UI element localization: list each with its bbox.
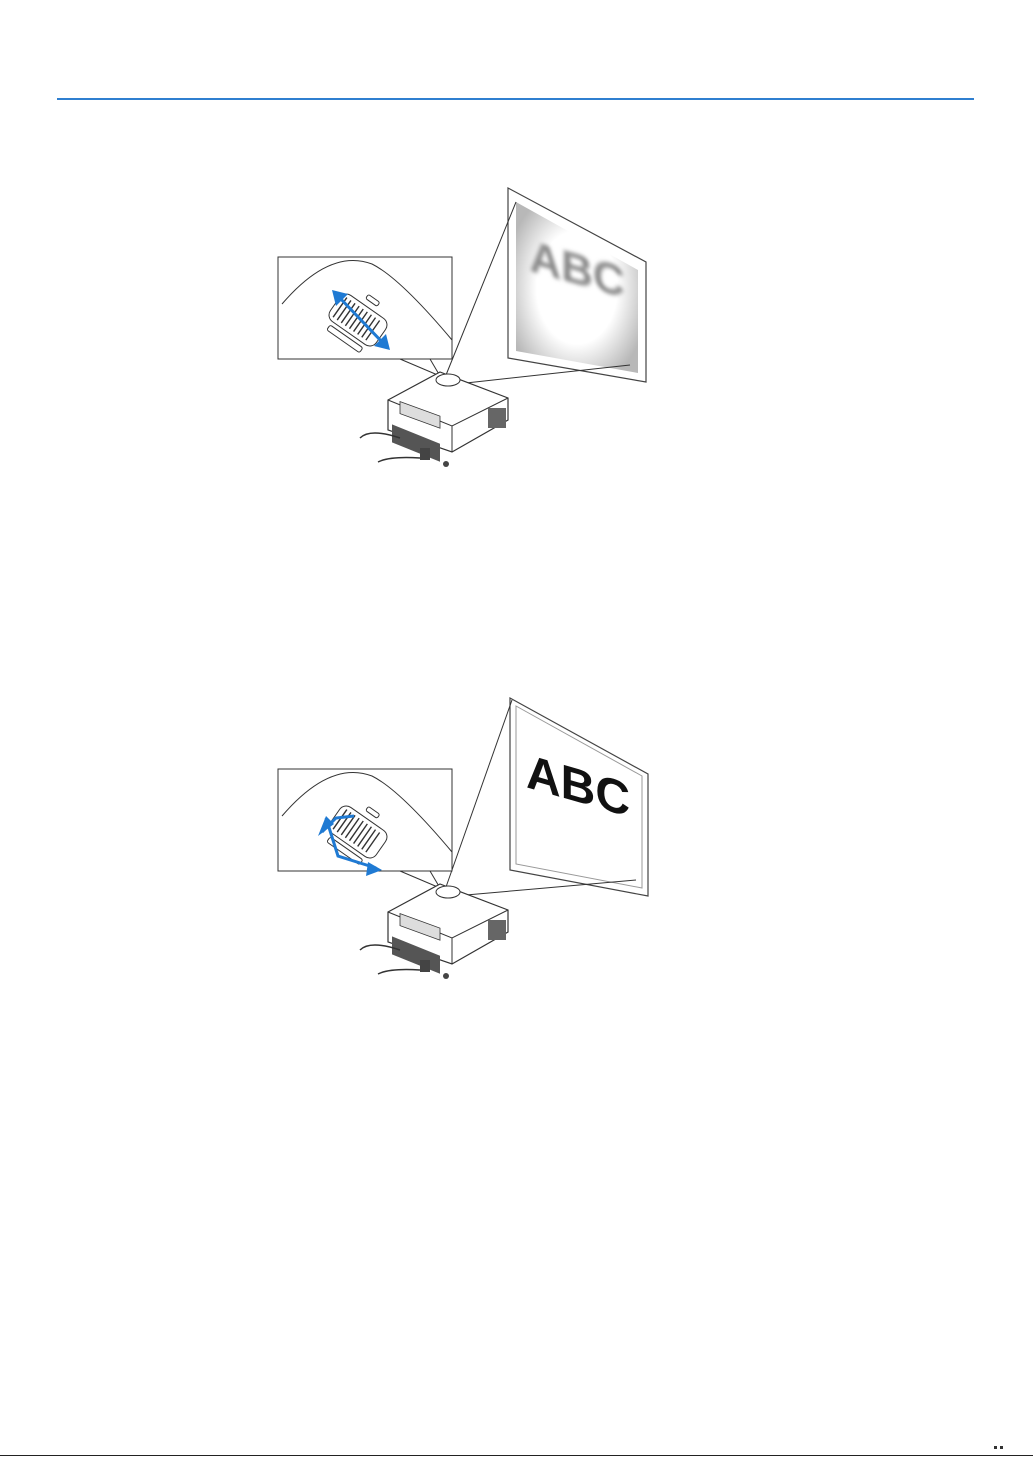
projector-illustration — [360, 884, 508, 979]
focus-figure-blurred: ABC — [0, 180, 1033, 480]
focus-ring-callout — [278, 257, 452, 376]
footer-rule — [0, 1455, 1033, 1456]
header-rule — [57, 98, 974, 100]
projection-screen: ABC — [510, 698, 648, 896]
focus-ring-callout — [278, 769, 452, 888]
projector-illustration — [360, 372, 508, 467]
focus-figure-sharp: ABC — [0, 690, 1033, 990]
projection-screen: ABC — [508, 188, 646, 382]
footer-marks — [994, 1446, 1006, 1449]
